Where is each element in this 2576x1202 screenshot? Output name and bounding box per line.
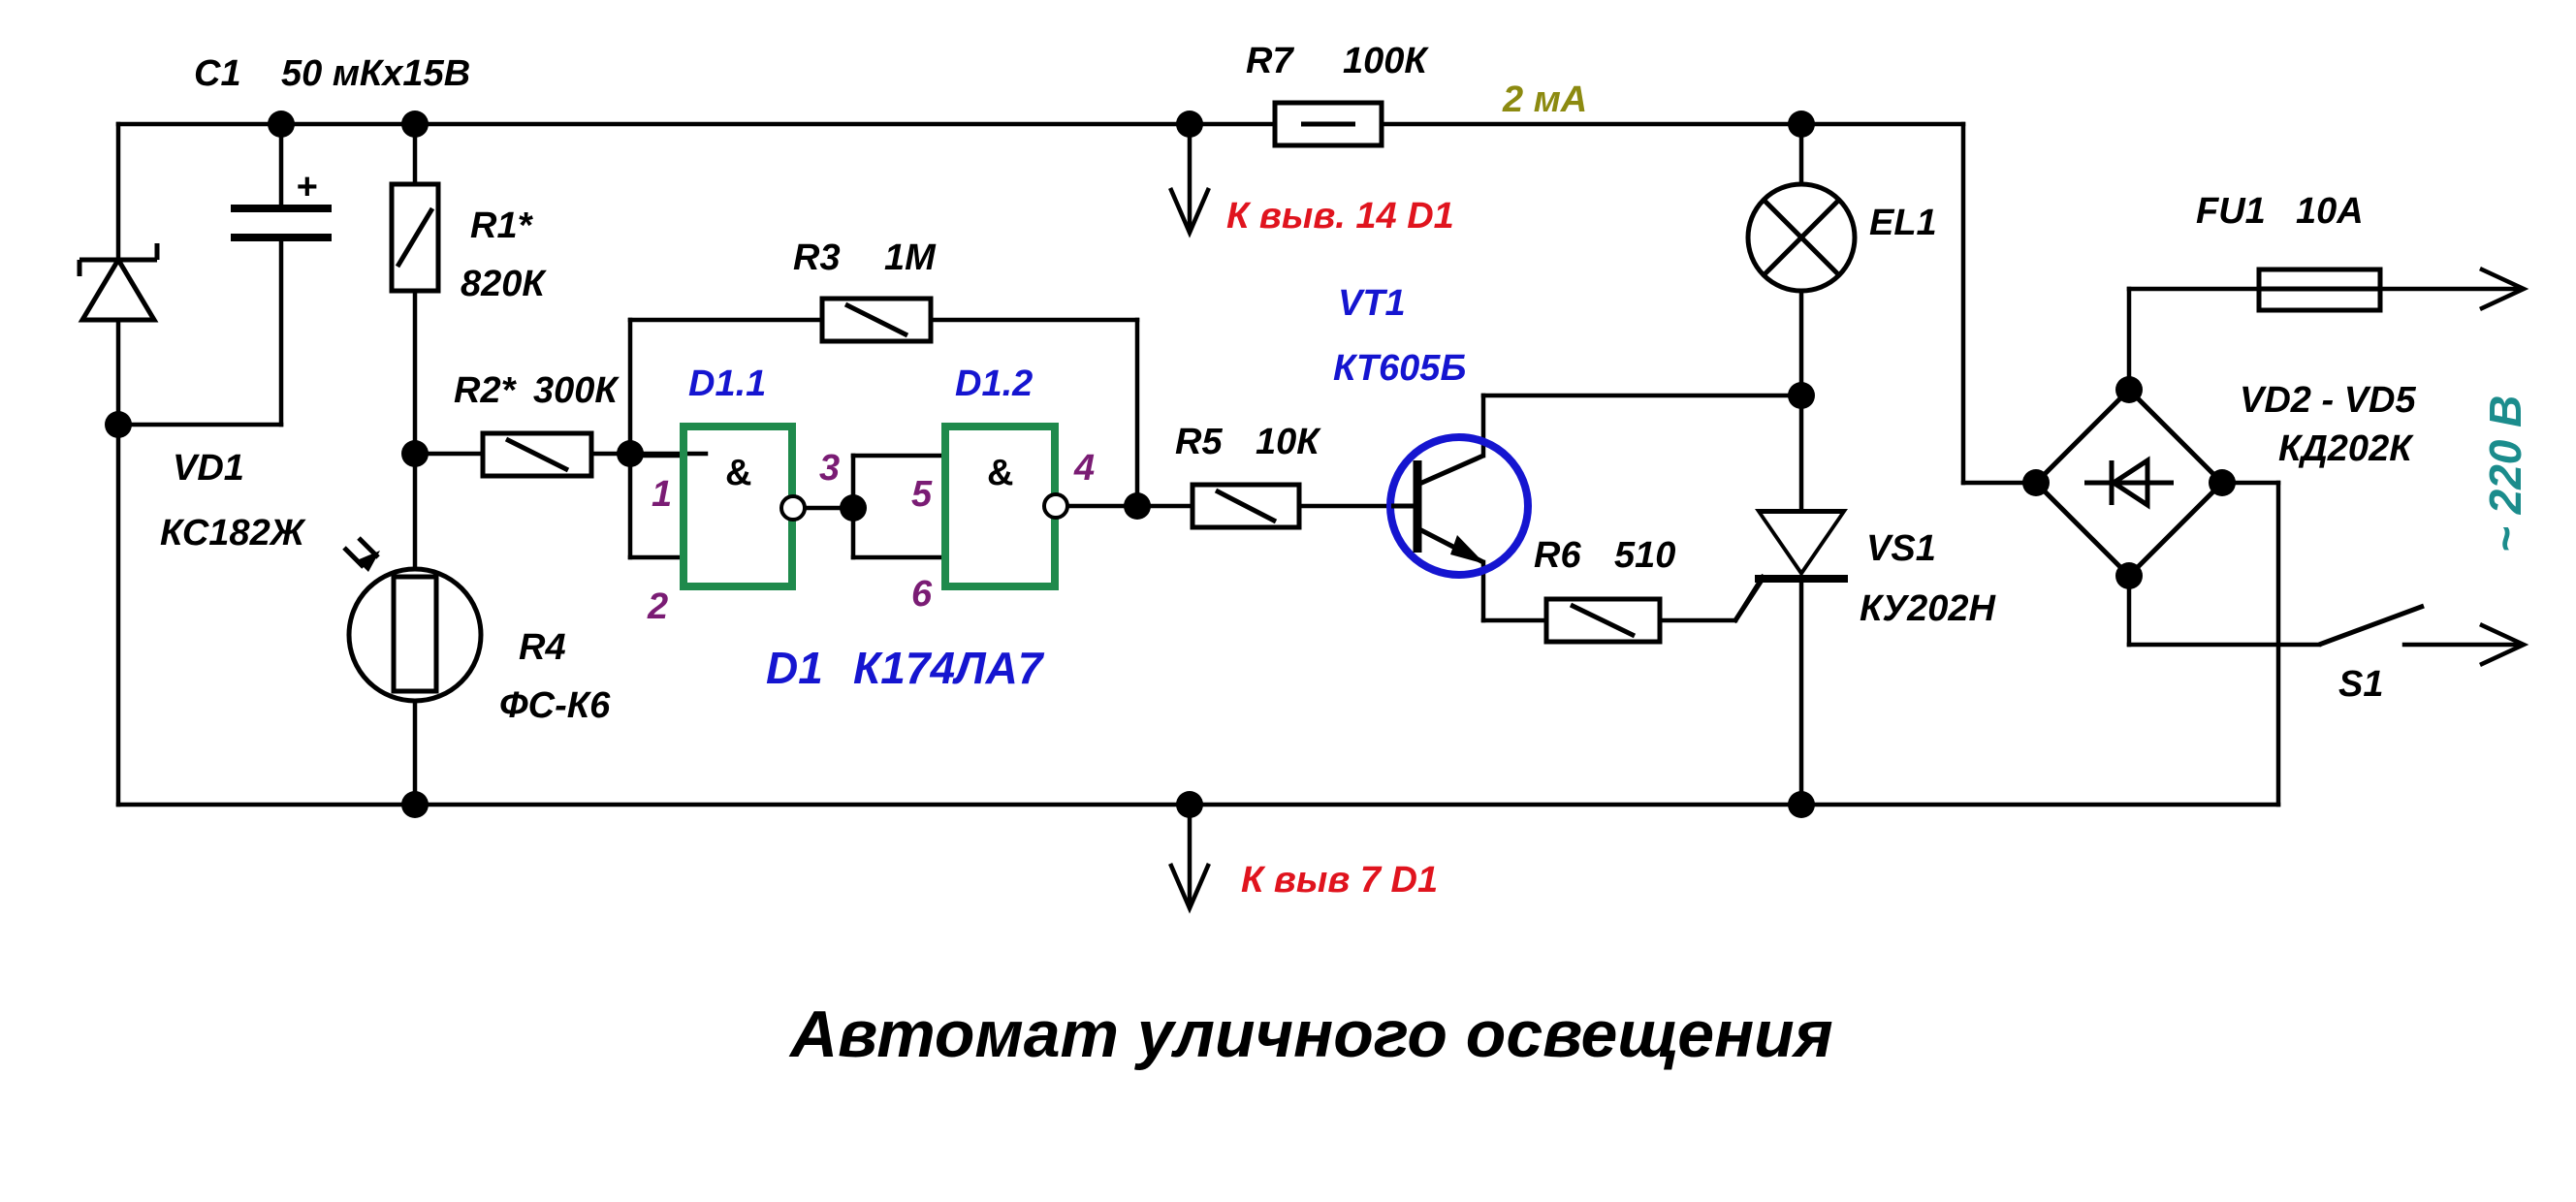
nand-gate-d1-1: & bbox=[680, 423, 807, 590]
s1-ref: S1 bbox=[2338, 664, 2383, 705]
c1-value: 50 мКх15В bbox=[281, 53, 470, 94]
d1-1-symbol: & bbox=[725, 453, 751, 493]
resistor-r1 bbox=[389, 181, 441, 294]
fu1-value: 10А bbox=[2296, 191, 2364, 232]
pin-5: 5 bbox=[911, 474, 933, 515]
d1-2-ref: D1.2 bbox=[955, 364, 1033, 404]
vd1-ref: VD1 bbox=[173, 448, 244, 489]
pin14-note: К выв. 14 D1 bbox=[1226, 196, 1454, 237]
fu1-ref: FU1 bbox=[2196, 191, 2266, 232]
r7-ref: R7 bbox=[1246, 41, 1294, 81]
switch-s1 bbox=[2318, 603, 2425, 648]
d1-1-ref: D1.1 bbox=[688, 364, 766, 404]
d1-value: К174ЛА7 bbox=[853, 643, 1045, 693]
wires bbox=[115, 121, 2524, 909]
vd1-value: КС182Ж bbox=[160, 513, 306, 554]
pin-1: 1 bbox=[652, 474, 672, 515]
r1-value: 820К bbox=[461, 264, 547, 304]
resistor-r3 bbox=[819, 296, 934, 344]
nand-gate-d1-2: & bbox=[941, 423, 1069, 590]
labels: C1 50 мКх15В R7 100К 2 мА К выв. 14 D1 К… bbox=[160, 41, 2530, 1071]
c1-polarity: + bbox=[296, 167, 317, 207]
diode-bridge-vd2-vd5 bbox=[2032, 386, 2226, 580]
d1-ref: D1 bbox=[766, 643, 823, 693]
lamp-el1 bbox=[1745, 181, 1858, 294]
pin-2: 2 bbox=[647, 586, 668, 627]
r2-ref: R2* bbox=[454, 370, 518, 411]
r3-ref: R3 bbox=[793, 237, 841, 278]
zener-diode-vd1 bbox=[77, 243, 160, 323]
resistor-r6 bbox=[1543, 596, 1663, 645]
r5-value: 10К bbox=[1256, 422, 1321, 462]
vs1-ref: VS1 bbox=[1866, 528, 1936, 569]
r3-value: 1М bbox=[884, 237, 937, 278]
r7-current: 2 мА bbox=[1502, 79, 1587, 120]
pin-3: 3 bbox=[819, 448, 840, 489]
diagram-title: Автомат уличного освещения bbox=[788, 997, 1833, 1071]
r2-value: 300К bbox=[533, 370, 620, 411]
vt1-value: КТ605Б bbox=[1333, 348, 1466, 389]
transistor-vt1 bbox=[1386, 433, 1532, 579]
resistor-r7 bbox=[1272, 100, 1384, 148]
resistor-r5 bbox=[1190, 482, 1302, 530]
r6-ref: R6 bbox=[1534, 535, 1581, 576]
c1-ref: C1 bbox=[194, 53, 241, 94]
r7-value: 100К bbox=[1343, 41, 1429, 81]
pin-4: 4 bbox=[1073, 448, 1095, 489]
r5-ref: R5 bbox=[1175, 422, 1223, 462]
resistor-r2 bbox=[480, 430, 594, 479]
el1-ref: EL1 bbox=[1869, 203, 1937, 243]
vt1-ref: VT1 bbox=[1338, 283, 1406, 324]
capacitor-c1: + bbox=[231, 167, 332, 241]
photoresistor-r4 bbox=[342, 536, 484, 704]
d1-2-symbol: & bbox=[987, 453, 1013, 493]
vd2-vd5-ref: VD2 - VD5 bbox=[2240, 380, 2416, 421]
r6-value: 510 bbox=[1614, 535, 1675, 576]
r1-ref: R1* bbox=[470, 206, 534, 246]
pin-6: 6 bbox=[911, 574, 933, 615]
thyristor-vs1 bbox=[1733, 509, 1848, 622]
arrow-heads bbox=[1168, 187, 2529, 914]
r4-value: ФС-К6 bbox=[499, 685, 611, 726]
vd2-vd5-value: КД202К bbox=[2278, 428, 2414, 469]
fuse-fu1 bbox=[2256, 267, 2383, 313]
vs1-value: КУ202Н bbox=[1860, 588, 1996, 629]
mains-voltage: ~ 220 В bbox=[2480, 395, 2530, 553]
r4-ref: R4 bbox=[519, 627, 566, 668]
pin7-note: К выв 7 D1 bbox=[1241, 860, 1438, 901]
